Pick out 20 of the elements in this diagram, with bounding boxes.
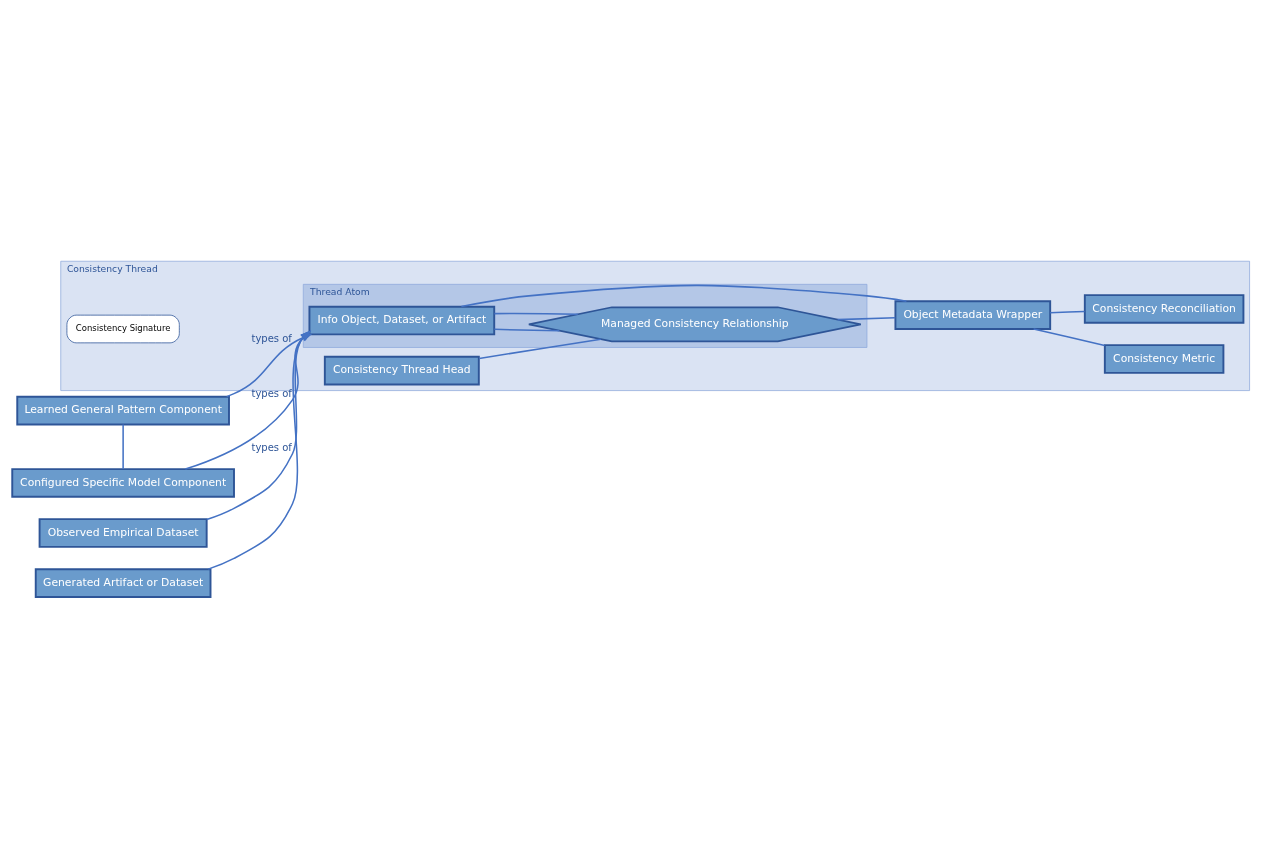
node-box: Consistency Metric — [1103, 343, 1225, 374]
node-box: Learned General Pattern Component — [16, 395, 230, 425]
connector — [460, 284, 908, 307]
node-box: Object Metadata Wrapper — [894, 299, 1052, 330]
node-box: Consistency Reconciliation — [1083, 293, 1245, 324]
connector — [1049, 310, 1086, 313]
connector — [478, 337, 602, 359]
node-box: Observed Empirical Dataset — [38, 517, 208, 548]
node-box: Configured Specific Model Component — [11, 467, 235, 498]
connector — [836, 316, 897, 320]
node-box: Consistency Signature — [66, 314, 180, 343]
node-box: Consistency Thread Head — [323, 355, 480, 385]
node-box: Generated Artifact or Dataset — [34, 567, 212, 598]
connector — [122, 423, 124, 470]
connector — [493, 328, 560, 331]
node-box: Info Object, Dataset, or Artifact — [308, 305, 496, 335]
edge-label: types of — [251, 441, 292, 453]
edge-label: types of — [251, 332, 292, 344]
connector — [1032, 327, 1106, 346]
connector — [493, 312, 579, 315]
